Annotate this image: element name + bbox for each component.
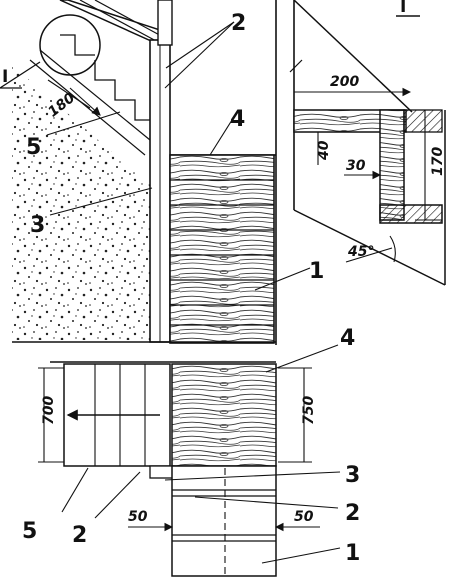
dimension-50-left: 50 [128,509,148,525]
dimension-200: 200 [330,74,359,90]
callout-2-bottom-left: 2 [72,523,87,548]
callout-1-bottom: 1 [345,541,360,566]
callout-5-top: 5 [26,135,41,160]
dimension-750: 750 [301,396,317,425]
board-stack [169,154,275,344]
callout-2-bottom-right: 2 [345,501,360,526]
dimension-40: 40 [316,140,332,161]
detail-circle [39,14,101,76]
dimension-170: 170 [430,147,446,176]
detail-view [289,0,446,286]
callout-2-top: 2 [231,11,246,36]
dimension-angle-45: 45° [347,244,374,260]
callout-3-bottom: 3 [345,463,360,488]
plan-view [38,344,341,577]
callout-3-top: 3 [30,213,45,238]
section-mark-left: I [2,67,8,87]
callout-4-bottom: 4 [340,326,355,351]
dimension-50-right: 50 [294,509,314,525]
landing-board-plan [171,363,277,467]
callout-4-top: 4 [230,107,245,132]
elevation-view [0,0,311,345]
callout-5-bottom: 5 [22,519,37,544]
plaster-wall [12,65,150,340]
callout-1-top: 1 [309,259,324,284]
section-mark-detail: I [400,0,406,17]
riser-section [379,109,405,221]
dimension-30: 30 [346,158,366,174]
dimension-700: 700 [41,396,57,425]
